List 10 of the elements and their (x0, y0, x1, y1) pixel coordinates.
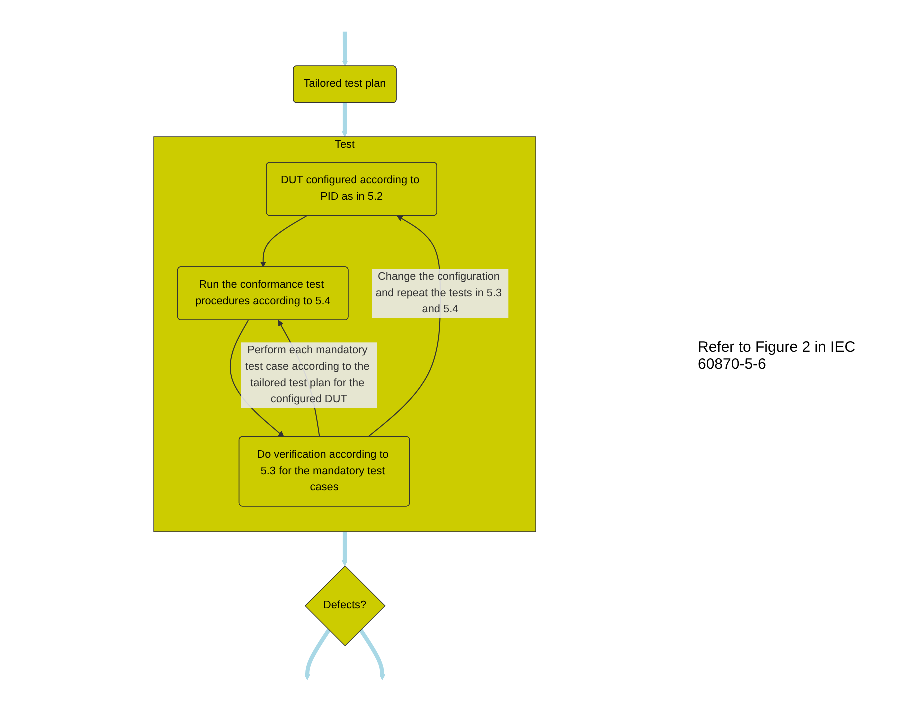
arrow (359, 628, 386, 680)
node-diamond: Defects? (304, 565, 386, 646)
arrow (260, 215, 308, 268)
edge-label: Change the configuration and repeat the tests in 5.3 and 5.4 (376, 270, 502, 315)
note-text: Refer to Figure 2 in IEC 60870-5-6 (698, 338, 857, 372)
arrow (342, 102, 348, 137)
arrow (304, 628, 331, 680)
edge-label: Perform each mandatory test case according to the tailored test plan for the configured DUT (245, 344, 370, 405)
arrow (342, 31, 348, 66)
arrow (342, 531, 348, 566)
